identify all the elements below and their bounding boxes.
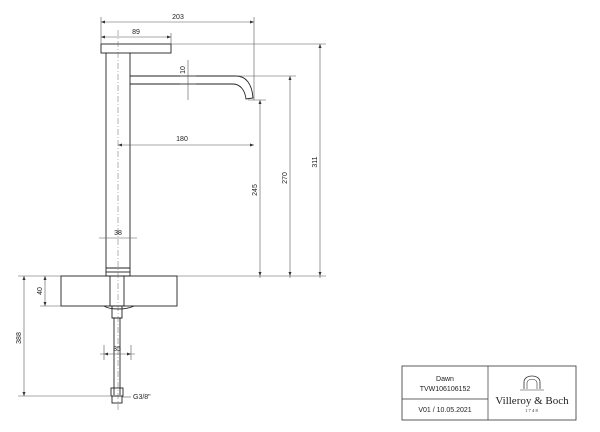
dim-body-diameter: 38: [114, 230, 122, 237]
dim-top-cap-width: 89: [132, 29, 140, 36]
article-number: TVW106106152: [420, 386, 471, 393]
brand-name: Villeroy & Boch: [495, 395, 569, 407]
counter-base: [60, 275, 178, 307]
dim-spout-projection: 180: [176, 136, 188, 143]
lever-cap: [100, 43, 172, 54]
dim-spout-top-height: 270: [282, 172, 289, 184]
revision-date: V01 / 10.05.2021: [418, 407, 471, 414]
arrowheads: [22, 20, 322, 396]
dim-outlet-height: 245: [252, 184, 259, 196]
spout: [130, 75, 254, 100]
dim-total-reach: 203: [172, 14, 184, 21]
dim-connection-width: 35: [113, 346, 121, 353]
product-name: Dawn: [436, 376, 454, 383]
faucet-outline: [60, 43, 254, 404]
dim-spout-thickness: 10: [180, 66, 187, 74]
dim-base-height: 40: [37, 287, 44, 295]
dim-overall-height: 311: [312, 156, 319, 167]
title-block: Dawn TVW106106152 V01 / 10.05.2021 Ville…: [401, 365, 577, 421]
brand-logo-icon: [520, 375, 544, 391]
dimension-lines: [18, 17, 326, 398]
dim-under-length: 388: [16, 332, 23, 344]
dim-thread: G3/8": [133, 394, 151, 401]
brand-year: 1748: [525, 408, 539, 413]
